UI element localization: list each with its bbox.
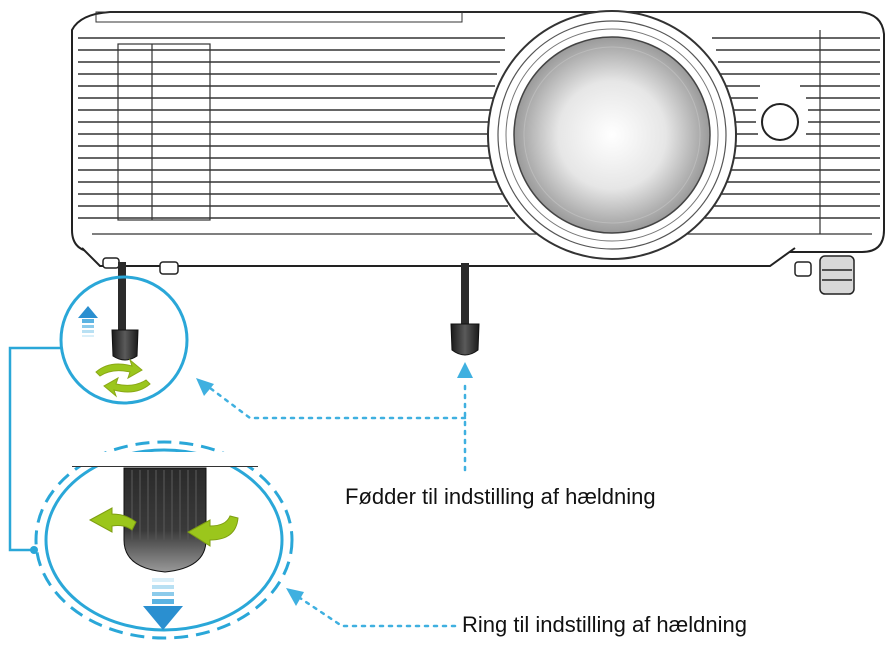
ir-sensor [761, 103, 799, 141]
leader-feet [208, 383, 467, 472]
leader-ring-arrowhead [286, 588, 304, 606]
lens [487, 10, 737, 260]
leader-small-arrowhead [196, 378, 214, 396]
rotate-arrows-large-icon [88, 507, 239, 547]
leader-ring [298, 596, 457, 628]
side-panel [117, 30, 821, 234]
callout-large [34, 440, 294, 640]
tilt-foot-rear [450, 263, 480, 356]
vent-grille [78, 37, 880, 219]
callout-small [59, 262, 189, 405]
tilt-feet-label: Fødder til indstilling af hældning [345, 484, 656, 509]
callout-connector [8, 346, 62, 552]
tilt-ring-label: Ring til indstilling af hældning [462, 612, 747, 637]
leader-feet-arrowhead [457, 362, 473, 378]
rotate-arrows-icon [95, 358, 151, 398]
projector-bottom-feet [102, 255, 855, 295]
arrow-down-icon [143, 578, 183, 630]
arrow-up-icon [78, 306, 98, 337]
connector-dot [30, 546, 38, 554]
